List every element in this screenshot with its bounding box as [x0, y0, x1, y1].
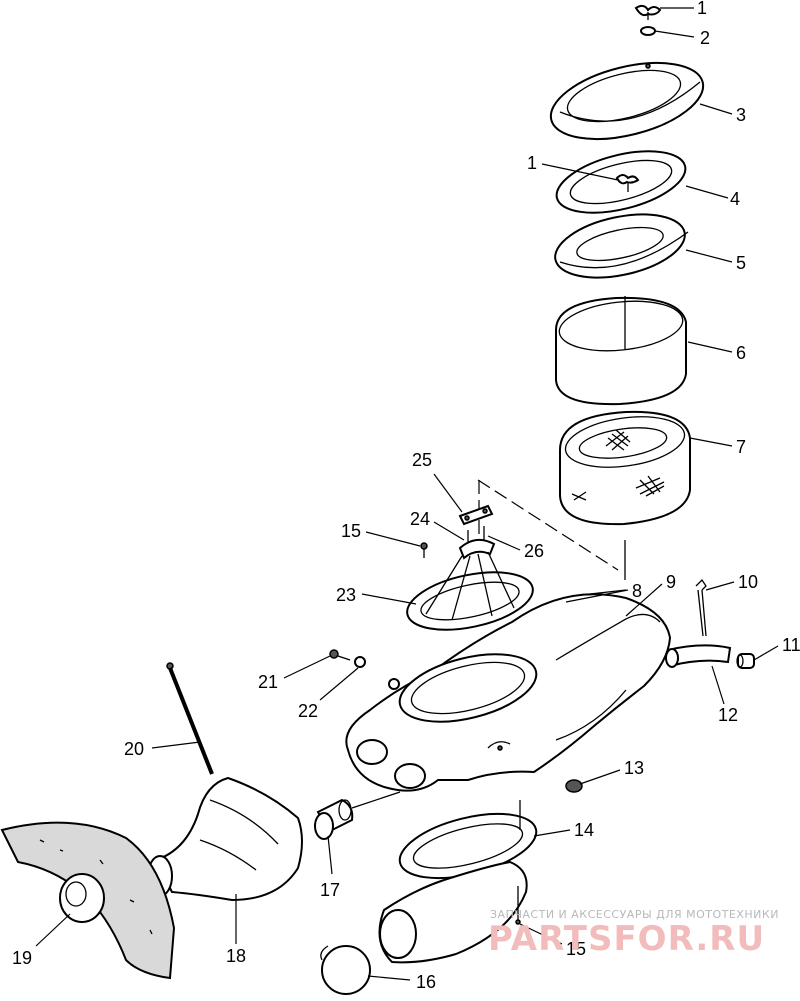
washer-22 — [354, 656, 366, 668]
callout-6: 6 — [736, 343, 746, 363]
callout-24: 24 — [410, 509, 430, 529]
air-box-housing — [345, 593, 672, 792]
intake-duct-18 — [147, 776, 303, 902]
callout-26: 26 — [524, 541, 544, 561]
watermark-caption: ЗАПЧАСТИ И АКСЕССУАРЫ ДЛЯ МОТОТЕХНИКИ — [490, 908, 779, 921]
intake-coupler-17 — [314, 798, 354, 840]
callout-23: 23 — [336, 585, 356, 605]
filter-support-plate — [458, 504, 494, 526]
callout-1: 1 — [697, 0, 707, 18]
through-bolt-20 — [166, 662, 214, 775]
callout-10: 10 — [738, 572, 758, 592]
callout-8: 8 — [632, 581, 642, 601]
callout-13: 13 — [624, 758, 644, 778]
callout-3: 3 — [736, 105, 746, 125]
callout-1b: 1 — [527, 153, 537, 173]
callout-20: 20 — [124, 739, 144, 759]
callout-7: 7 — [736, 437, 746, 457]
watermark-brand: PARTSFOR.RU — [488, 919, 765, 959]
air-box-cover — [549, 61, 705, 141]
callout-14: 14 — [574, 820, 594, 840]
callout-21: 21 — [258, 672, 278, 692]
callout-2: 2 — [700, 28, 710, 48]
wing-nut-top — [634, 4, 662, 20]
callout-15: 15 — [341, 521, 361, 541]
callout-25: 25 — [412, 450, 432, 470]
callout-5: 5 — [736, 253, 746, 273]
filter-cage-frame — [406, 551, 534, 631]
support-studs — [458, 526, 496, 560]
callout-15b: 15 — [566, 939, 586, 959]
callout-19: 19 — [12, 948, 32, 968]
pre-filter-sleeve — [555, 296, 687, 406]
screw-15-bottom — [515, 886, 521, 925]
grommet-13 — [565, 779, 583, 793]
screw-15-top — [420, 542, 428, 558]
heat-shield-19 — [0, 821, 176, 980]
callout-22: 22 — [298, 701, 318, 721]
duct-cap-16 — [320, 945, 371, 995]
callout-12: 12 — [718, 705, 738, 725]
filter-retainer-ring — [555, 150, 687, 214]
leader-lines — [35, 7, 779, 981]
screw-21 — [329, 649, 351, 661]
filter-pre-cleaner-seal — [554, 213, 689, 279]
callout-4: 4 — [730, 189, 740, 209]
callout-17: 17 — [320, 880, 340, 900]
callout-11: 11 — [782, 635, 800, 655]
air-filter-element — [559, 410, 691, 526]
clamp-10 — [695, 578, 707, 637]
lower-intake-elbow — [378, 860, 528, 964]
washer-2 — [640, 26, 656, 36]
drain-hose-12 — [665, 644, 732, 668]
drain-plug-11 — [736, 653, 755, 669]
callout-18: 18 — [226, 946, 246, 966]
callout-9: 9 — [666, 572, 676, 592]
callout-16: 16 — [416, 972, 436, 992]
duct-gasket-14 — [398, 812, 538, 880]
